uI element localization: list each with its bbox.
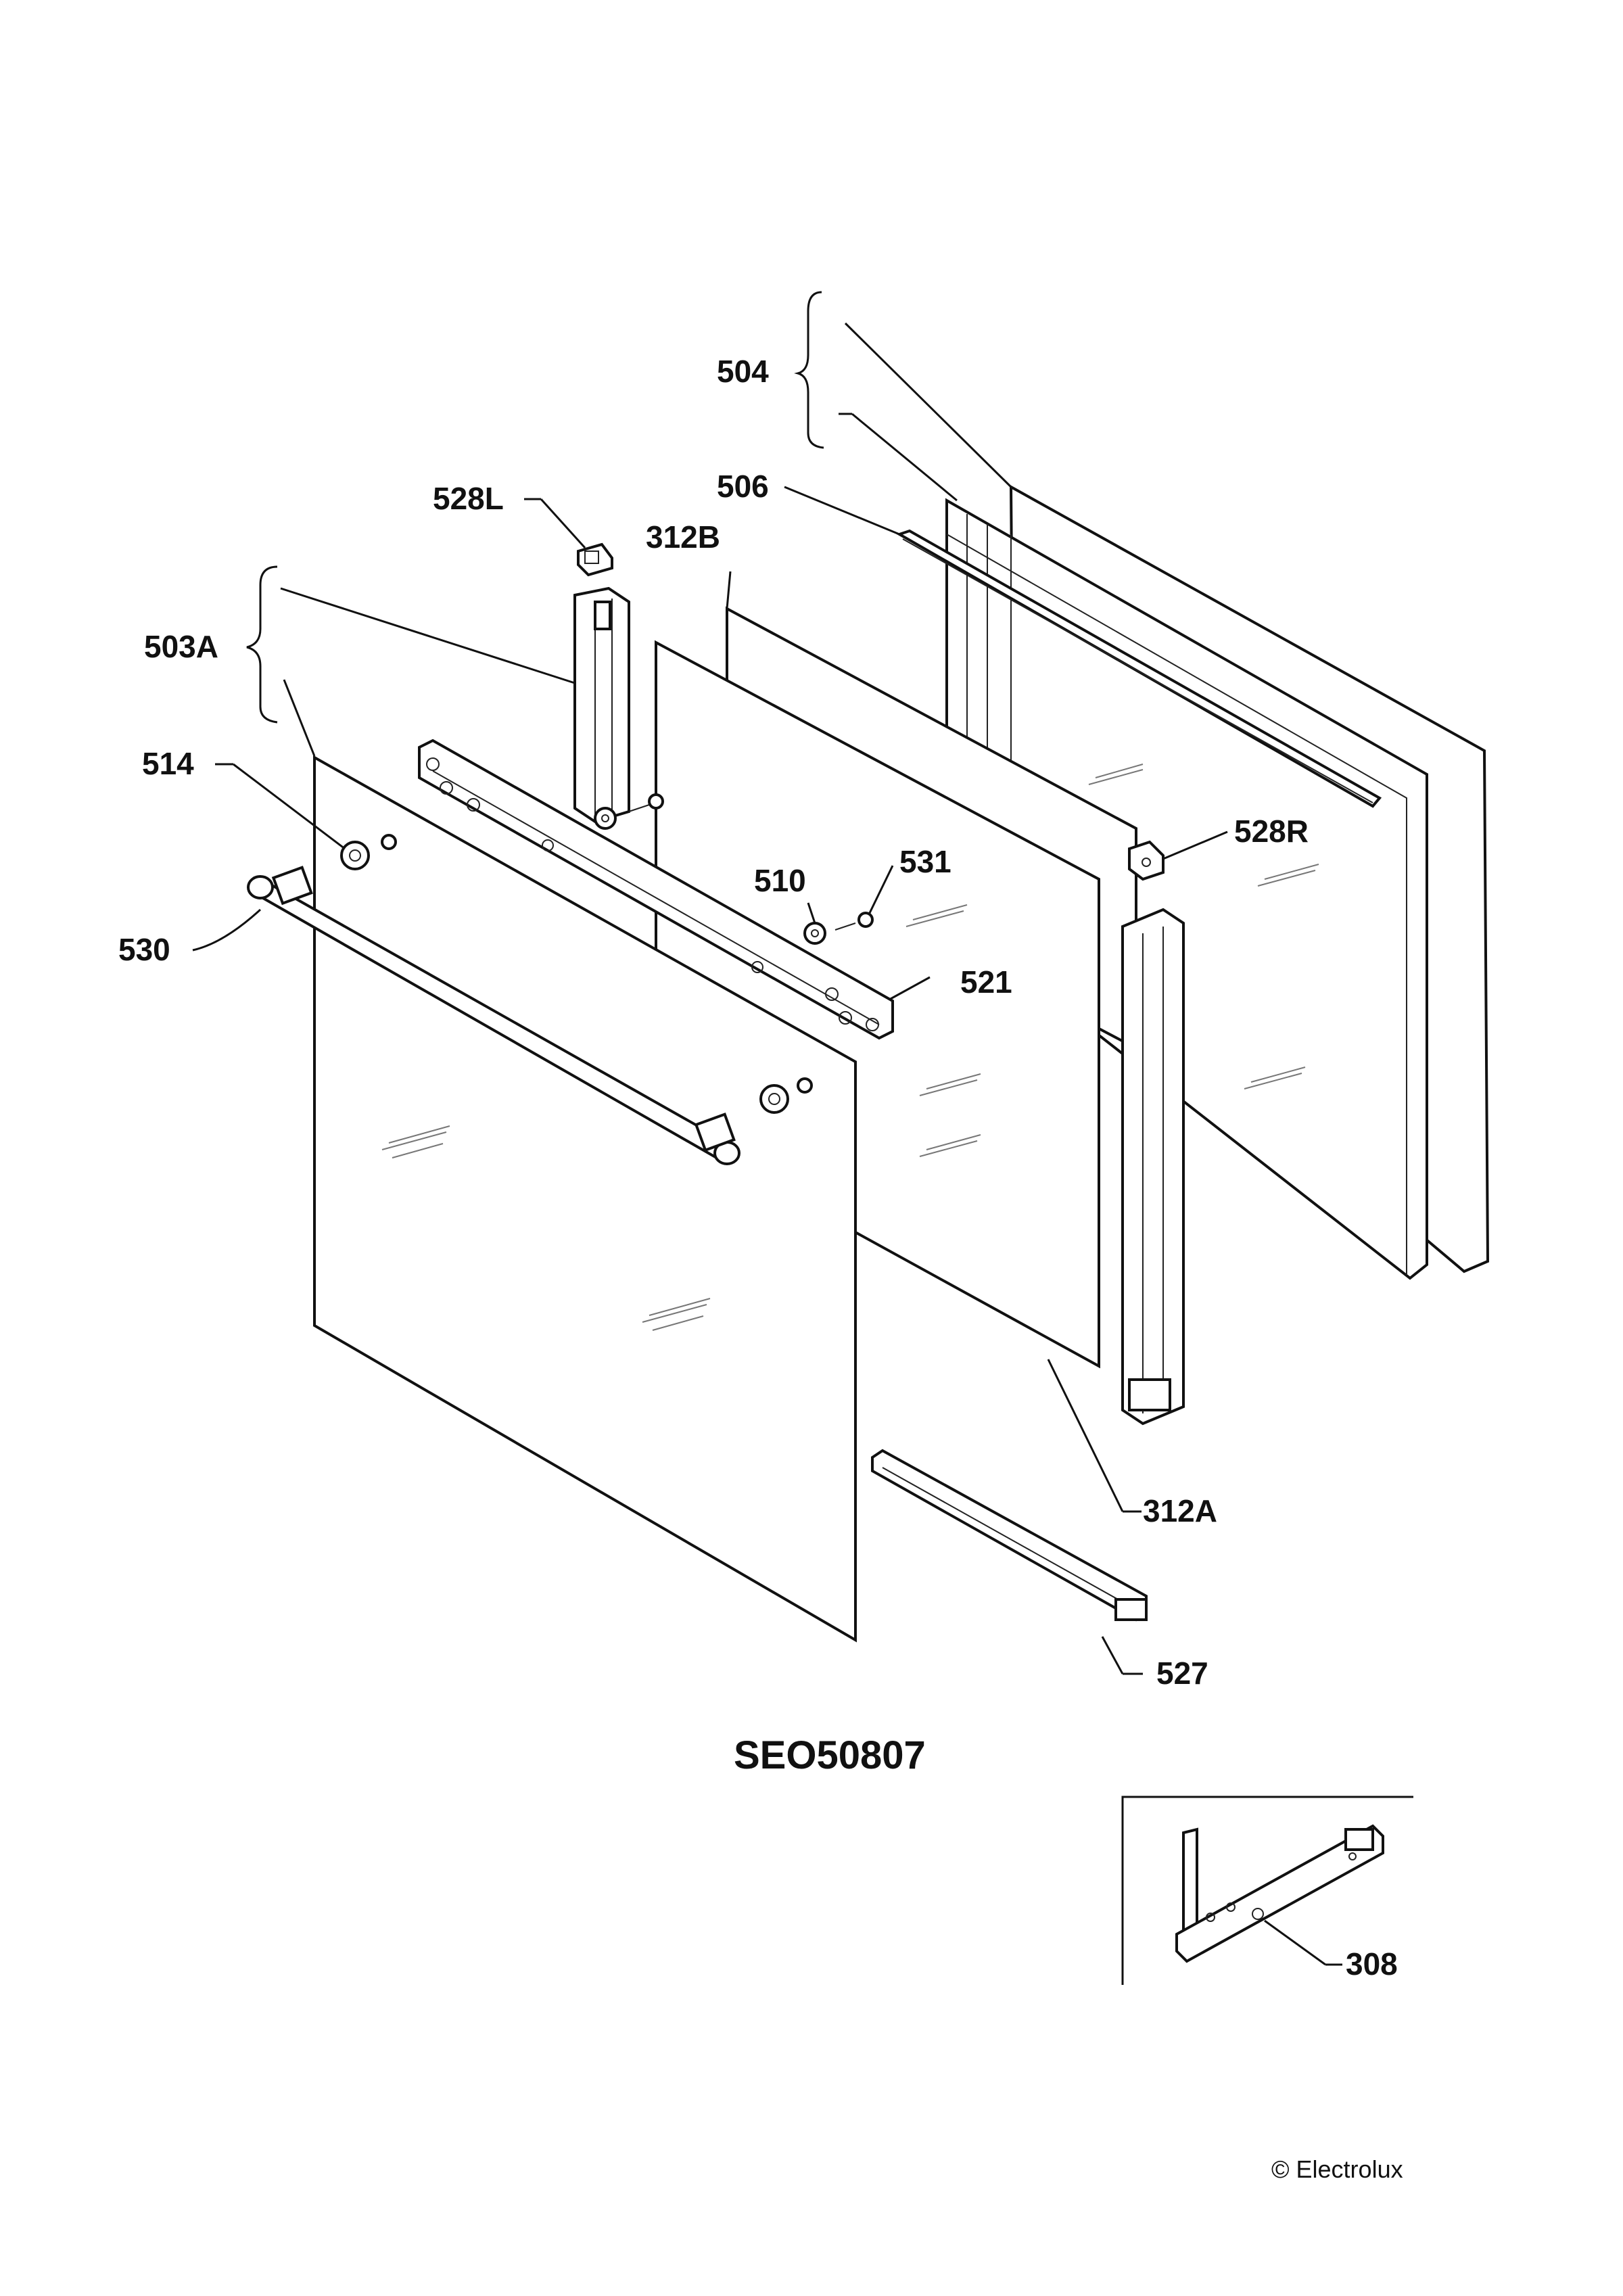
copyright-notice: © Electrolux	[1271, 2155, 1403, 2183]
label-530: 530	[118, 932, 170, 967]
bracket-528R	[1128, 840, 1165, 881]
handle-530	[247, 866, 740, 1165]
right-side-profile	[1121, 908, 1185, 1426]
label-528L: 528L	[433, 481, 504, 516]
label-514: 514	[142, 746, 194, 781]
diagram-code: SEO50807	[734, 1733, 926, 1777]
leader-lines	[192, 291, 1342, 1966]
label-312A: 312A	[1143, 1493, 1217, 1528]
door-seal-506	[896, 529, 1382, 808]
rear-door-panel-504	[945, 484, 1490, 1280]
hinge-308-inset	[1121, 1796, 1413, 1985]
label-503A: 503A	[144, 629, 218, 664]
label-308: 308	[1346, 1946, 1398, 1982]
label-528R: 528R	[1234, 814, 1309, 849]
bottom-bar-527	[871, 1449, 1148, 1622]
bracket-528L	[577, 542, 613, 577]
label-504: 504	[717, 354, 769, 389]
front-glass-panel	[313, 755, 857, 1643]
left-side-profile-503A	[573, 586, 630, 824]
label-510: 510	[754, 863, 806, 898]
washer-510-and-screw-531	[594, 793, 874, 945]
label-527: 527	[1156, 1656, 1208, 1691]
label-312B: 312B	[646, 519, 720, 555]
label-506: 506	[717, 469, 769, 504]
label-521: 521	[960, 964, 1012, 1000]
top-bar-521	[418, 739, 894, 1040]
label-531: 531	[899, 844, 951, 879]
